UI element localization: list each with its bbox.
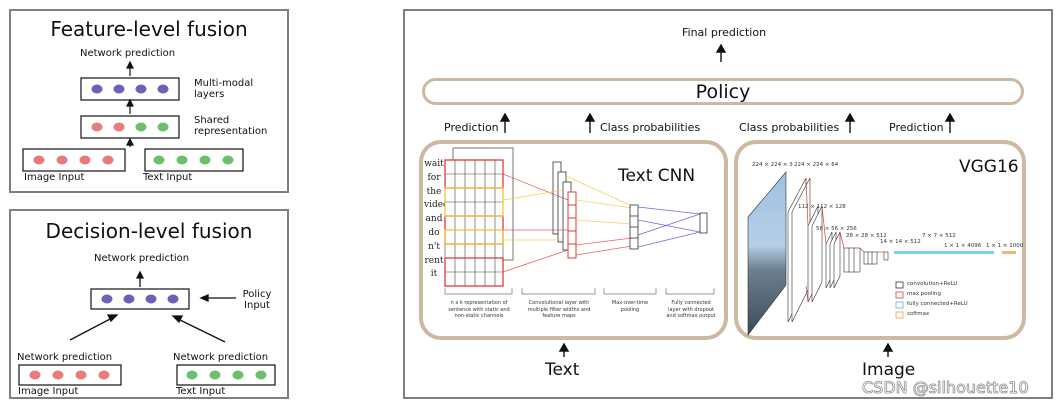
policy-bar: Policy [422, 78, 1024, 105]
vgg-dim-9: 1 × 1 × 1000 [986, 243, 1024, 249]
text-cnn-box [419, 140, 728, 340]
sentence-words: wait for the video and do n't rent it [424, 158, 449, 282]
cnn-caption-4: Fully connected layer with dropout and s… [666, 300, 716, 319]
decision-network-prediction-top: Network prediction [94, 253, 190, 264]
vgg-dim-3: 112 × 112 × 128 [798, 204, 846, 210]
vgg-dim-8: 1 × 1 × 4096 [944, 243, 982, 249]
decision-network-prediction-right: Network prediction [173, 352, 269, 363]
vgg-legend-fc: fully connected+ReLU [907, 301, 968, 307]
word: do [428, 227, 440, 238]
word: video [424, 200, 449, 211]
vgg-dim-5: 28 × 28 × 512 [846, 233, 887, 239]
word: it [430, 269, 438, 280]
decision-network-prediction-left: Network prediction [17, 352, 113, 363]
word: the [426, 186, 442, 197]
vgg-legend-conv: convolution+ReLU [907, 281, 958, 287]
word: n't [428, 241, 440, 252]
feature-image-input-label: Image Input [24, 172, 85, 183]
feature-text-input-label: Text Input [143, 172, 193, 183]
prediction-label-right: Prediction [889, 121, 944, 134]
text-cnn-title: Text CNN [618, 166, 696, 186]
main-architecture-panel [403, 9, 1053, 399]
policy-input-label: Policy Input [242, 289, 272, 311]
vgg-dim-7: 7 × 7 × 512 [922, 233, 956, 239]
vgg-legend-pool: max pooling [907, 291, 941, 297]
prediction-label-left: Prediction [444, 121, 499, 134]
decision-image-input-label: Image Input [18, 386, 79, 397]
cnn-caption-1: n x k representation of sentence with st… [448, 300, 510, 319]
class-probabilities-label-right: Class probabilities [739, 121, 840, 134]
vgg-legend-softmax: softmax [907, 311, 930, 317]
vgg-dim-1: 224 × 224 × 3 [752, 162, 793, 168]
feature-fusion-title: Feature-level fusion [50, 17, 248, 41]
word: wait [424, 159, 444, 169]
class-probabilities-label-left: Class probabilities [600, 121, 701, 134]
multimodal-label: Multi-modal layers [194, 78, 254, 100]
text-input-label: Text [545, 360, 580, 380]
vgg-dim-2: 224 × 224 × 64 [794, 162, 839, 168]
decision-fusion-title: Decision-level fusion [45, 219, 253, 243]
cnn-caption-2: Convolutional layer with multiple filter… [527, 300, 591, 319]
vgg-dim-4: 56 × 56 × 256 [816, 226, 857, 232]
cnn-caption-3: Max-over-time pooling [611, 300, 649, 313]
feature-network-prediction: Network prediction [80, 48, 176, 59]
watermark: CSDN @silhouette10 [862, 378, 1029, 398]
word: and [425, 214, 443, 225]
word: rent [424, 255, 444, 266]
policy-label: Policy [695, 81, 751, 103]
vgg-box [734, 140, 1026, 340]
decision-text-input-label: Text Input [176, 386, 226, 397]
vgg-title: VGG16 [959, 157, 1019, 177]
feature-fusion-panel: Feature-level fusion [9, 9, 289, 193]
image-input-label: Image [862, 360, 916, 380]
final-prediction-label: Final prediction [682, 26, 767, 39]
decision-fusion-panel: Decision-level fusion [9, 209, 289, 399]
vgg-dim-6: 14 × 14 × 512 [880, 239, 921, 245]
word: for [427, 172, 441, 183]
shared-label: Shared representation [194, 115, 268, 137]
